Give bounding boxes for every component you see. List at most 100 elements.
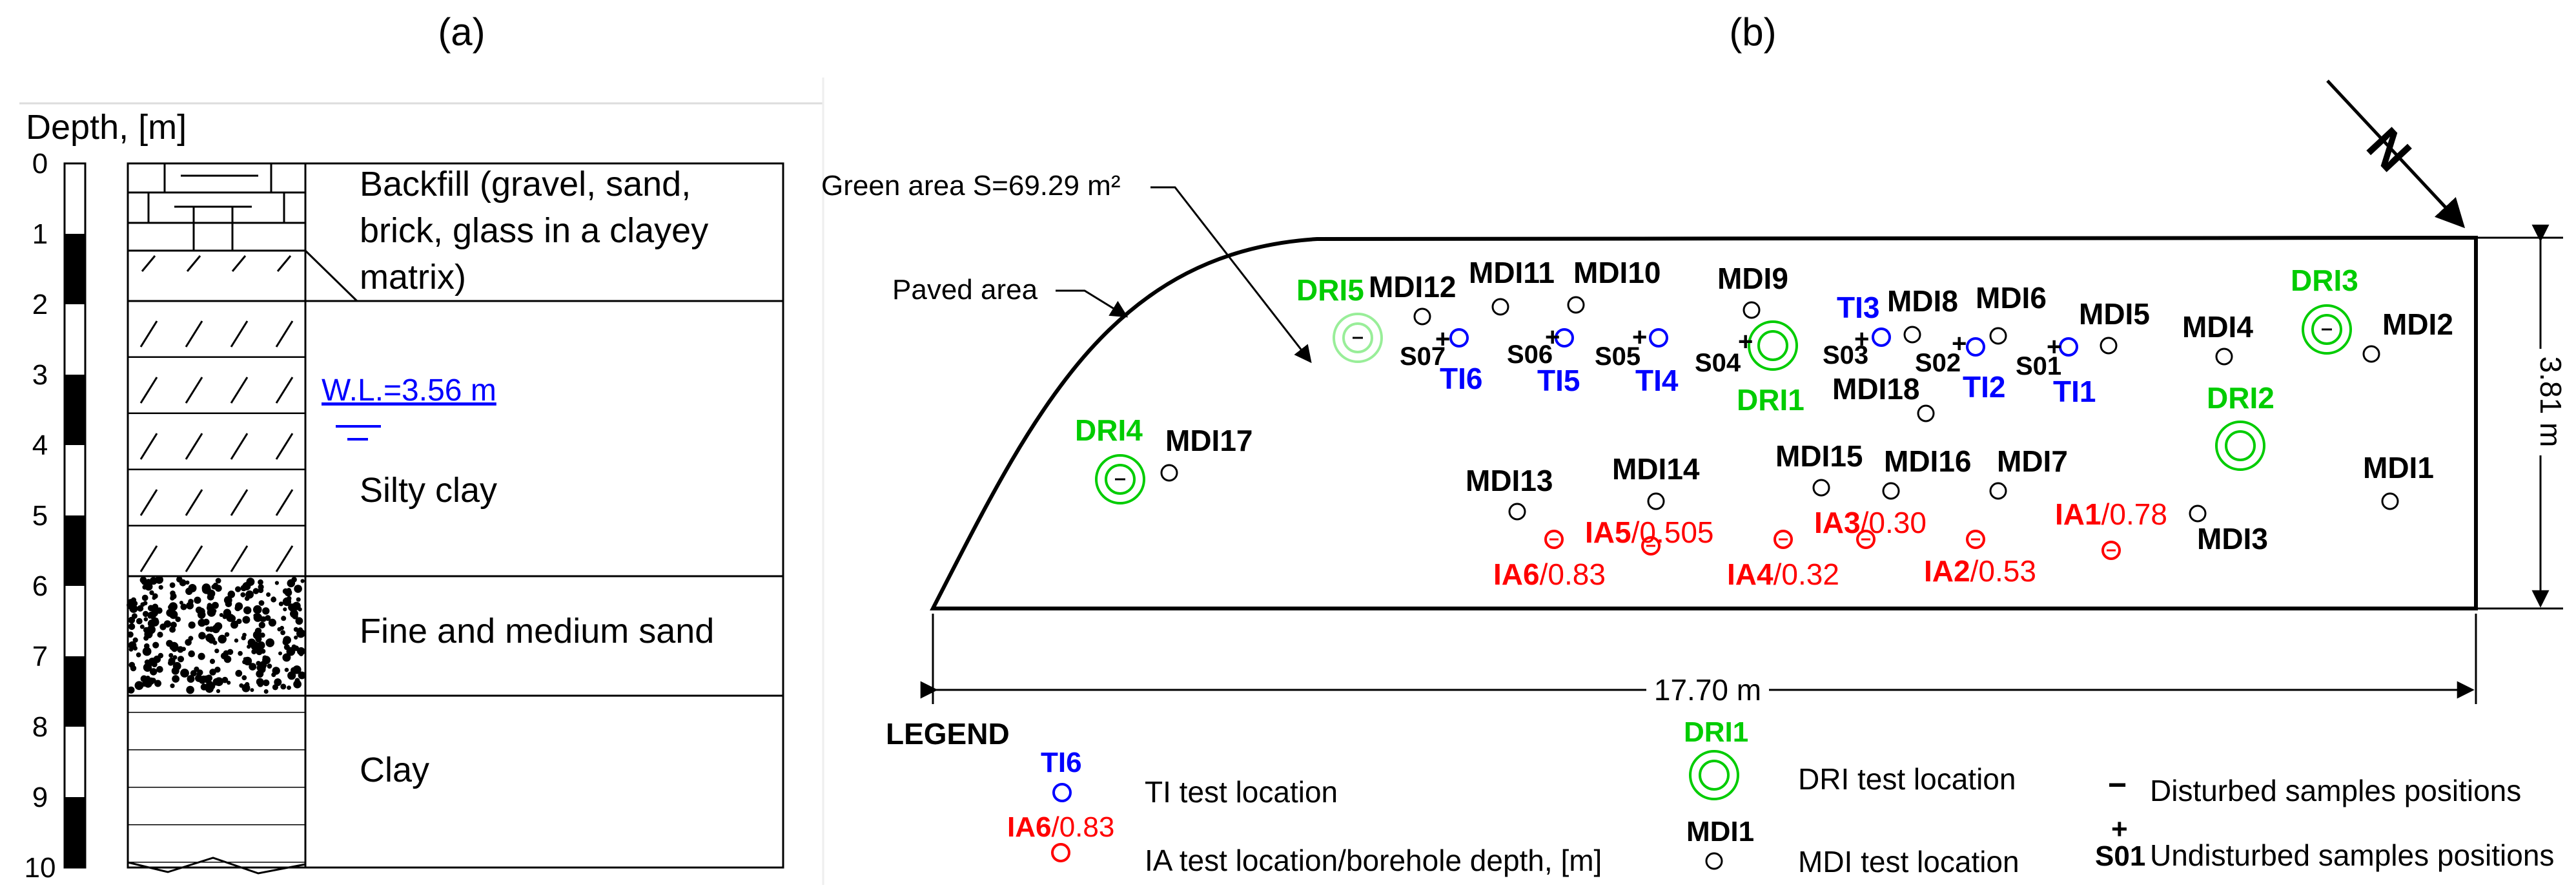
legend-ti-example: TI6 xyxy=(1041,747,1082,778)
mdi-label: MDI5 xyxy=(2079,297,2150,331)
mdi-label: MDI3 xyxy=(2197,522,2268,556)
layer-backfill-line: matrix) xyxy=(360,258,466,296)
mdi-points: MDI1 MDI2 MDI3 MDI4 MDI5 MDI6 MDI7 MDI8 … xyxy=(1160,256,2453,556)
sand-dot xyxy=(185,580,190,585)
legend-undisturbed-symbol: + xyxy=(2111,813,2128,845)
sand-dot xyxy=(168,604,174,610)
sand-dot xyxy=(297,629,302,634)
legend-ia-text: IA test location/borehole depth, [m] xyxy=(1145,844,1602,877)
sand-dot xyxy=(268,618,276,627)
sand-dot xyxy=(194,596,201,604)
legend-title: LEGEND xyxy=(886,717,1010,751)
water-level-label: W.L.=3.56 m xyxy=(322,373,496,408)
ia-id: IA5 xyxy=(1585,515,1631,549)
sand-dot xyxy=(188,636,194,641)
panel-a-label: (a) xyxy=(438,10,485,54)
mdi-marker: MDI9 xyxy=(1717,262,1788,319)
sand-dot xyxy=(188,599,194,605)
disturbed-sample-marks xyxy=(1115,328,2332,481)
sand-dot xyxy=(294,635,298,640)
soil-log xyxy=(127,162,784,875)
sand-dot xyxy=(176,576,183,583)
sand-dot xyxy=(169,641,179,651)
ia-marker: IA3/0.30 xyxy=(1814,506,1927,549)
legend-mdi-example: MDI1 xyxy=(1686,816,1754,847)
mdi-label: MDI7 xyxy=(1997,444,2068,478)
depth-tick: 9 xyxy=(32,782,48,813)
sand-dot xyxy=(157,631,163,638)
sand-dot xyxy=(137,605,144,612)
sand-dot xyxy=(144,582,153,591)
sand-dot xyxy=(300,579,305,583)
sand-dot xyxy=(131,667,136,671)
ti-marker: TI3 xyxy=(1837,291,1891,347)
sand-dot xyxy=(132,637,138,643)
layer-backfill-line: Backfill (gravel, sand, xyxy=(360,165,691,203)
ia-depth: /0.505 xyxy=(1631,515,1714,549)
sand-dot xyxy=(152,641,159,649)
sand-dot xyxy=(258,600,265,606)
sample-plus: + xyxy=(1435,325,1450,353)
depth-scale-column xyxy=(63,162,87,869)
sand-dot xyxy=(170,683,175,689)
legend-undisturbed-example: S01 xyxy=(2095,840,2145,872)
mdi-marker: MDI2 xyxy=(2362,307,2453,363)
dri-label: DRI4 xyxy=(1075,413,1143,447)
sand-dot xyxy=(207,603,212,608)
sand-dot xyxy=(169,653,174,658)
sand-dot xyxy=(198,618,206,627)
ti-marker: TI4 xyxy=(1635,328,1679,397)
mdi-label: MDI15 xyxy=(1775,439,1863,473)
sand-dot xyxy=(167,621,171,626)
sand-dot xyxy=(226,614,235,622)
sand-dot xyxy=(152,593,158,599)
mdi-label: MDI4 xyxy=(2182,310,2253,344)
mdi-marker: MDI13 xyxy=(1466,464,1553,521)
legend-dri-text: DRI test location xyxy=(1798,762,2016,796)
sand-dot xyxy=(175,616,181,622)
sample-label: S03 xyxy=(1823,341,1868,369)
sand-dot xyxy=(242,660,247,665)
sand-dot xyxy=(139,576,147,584)
dri-label: DRI5 xyxy=(1296,273,1364,307)
svg-text:IA6/0.83: IA6/0.83 xyxy=(1007,811,1114,843)
mdi-marker: MDI17 xyxy=(1160,424,1252,482)
dri-marker: DRI5 xyxy=(1296,273,1383,363)
sample-plus: + xyxy=(1545,323,1560,351)
mdi-marker: MDI1 xyxy=(2363,451,2434,510)
sand-dot xyxy=(252,588,260,594)
ia-depth: /0.78 xyxy=(2101,497,2167,531)
ia-id: IA1 xyxy=(2055,497,2101,531)
mdi-label: MDI8 xyxy=(1887,284,1958,318)
sand-dot xyxy=(214,677,223,687)
sand-dot xyxy=(207,675,212,680)
sand-dot xyxy=(170,621,177,629)
sand-dot xyxy=(207,593,214,601)
legend-dri-example: DRI1 xyxy=(1684,716,1748,748)
svg-text:IA1/0.78: IA1/0.78 xyxy=(2055,497,2167,531)
sand-dot xyxy=(223,596,232,605)
sand-dot xyxy=(143,679,152,688)
sample-label: S01 xyxy=(2016,352,2061,380)
sand-dot xyxy=(214,649,220,654)
legend-undisturbed-text: Undisturbed samples positions xyxy=(2150,838,2554,872)
ia-marker: IA2/0.53 xyxy=(1924,530,2036,588)
sand-dot xyxy=(153,618,159,623)
sand-dot xyxy=(253,605,262,614)
mdi-marker: MDI10 xyxy=(1567,256,1661,314)
sand-dot xyxy=(141,594,148,601)
width-dimension: 3.81 m xyxy=(2476,224,2568,610)
dri-marker: DRI4 xyxy=(1075,413,1145,504)
sand-dot xyxy=(158,585,163,590)
sand-dot xyxy=(238,650,243,656)
sand-dot xyxy=(152,603,159,610)
layer-fine-medium-sand: Fine and medium sand xyxy=(360,612,714,650)
mdi-marker: MDI8 xyxy=(1887,284,1958,344)
svg-text:IA6/0.83: IA6/0.83 xyxy=(1493,557,1606,591)
sand-dot xyxy=(235,602,243,610)
sand-dot xyxy=(258,579,263,585)
north-arrow: N xyxy=(2326,79,2466,229)
width-dimension-label: 3.81 m xyxy=(2534,357,2568,448)
sand-dot xyxy=(209,658,216,664)
sand-dot xyxy=(245,590,254,599)
